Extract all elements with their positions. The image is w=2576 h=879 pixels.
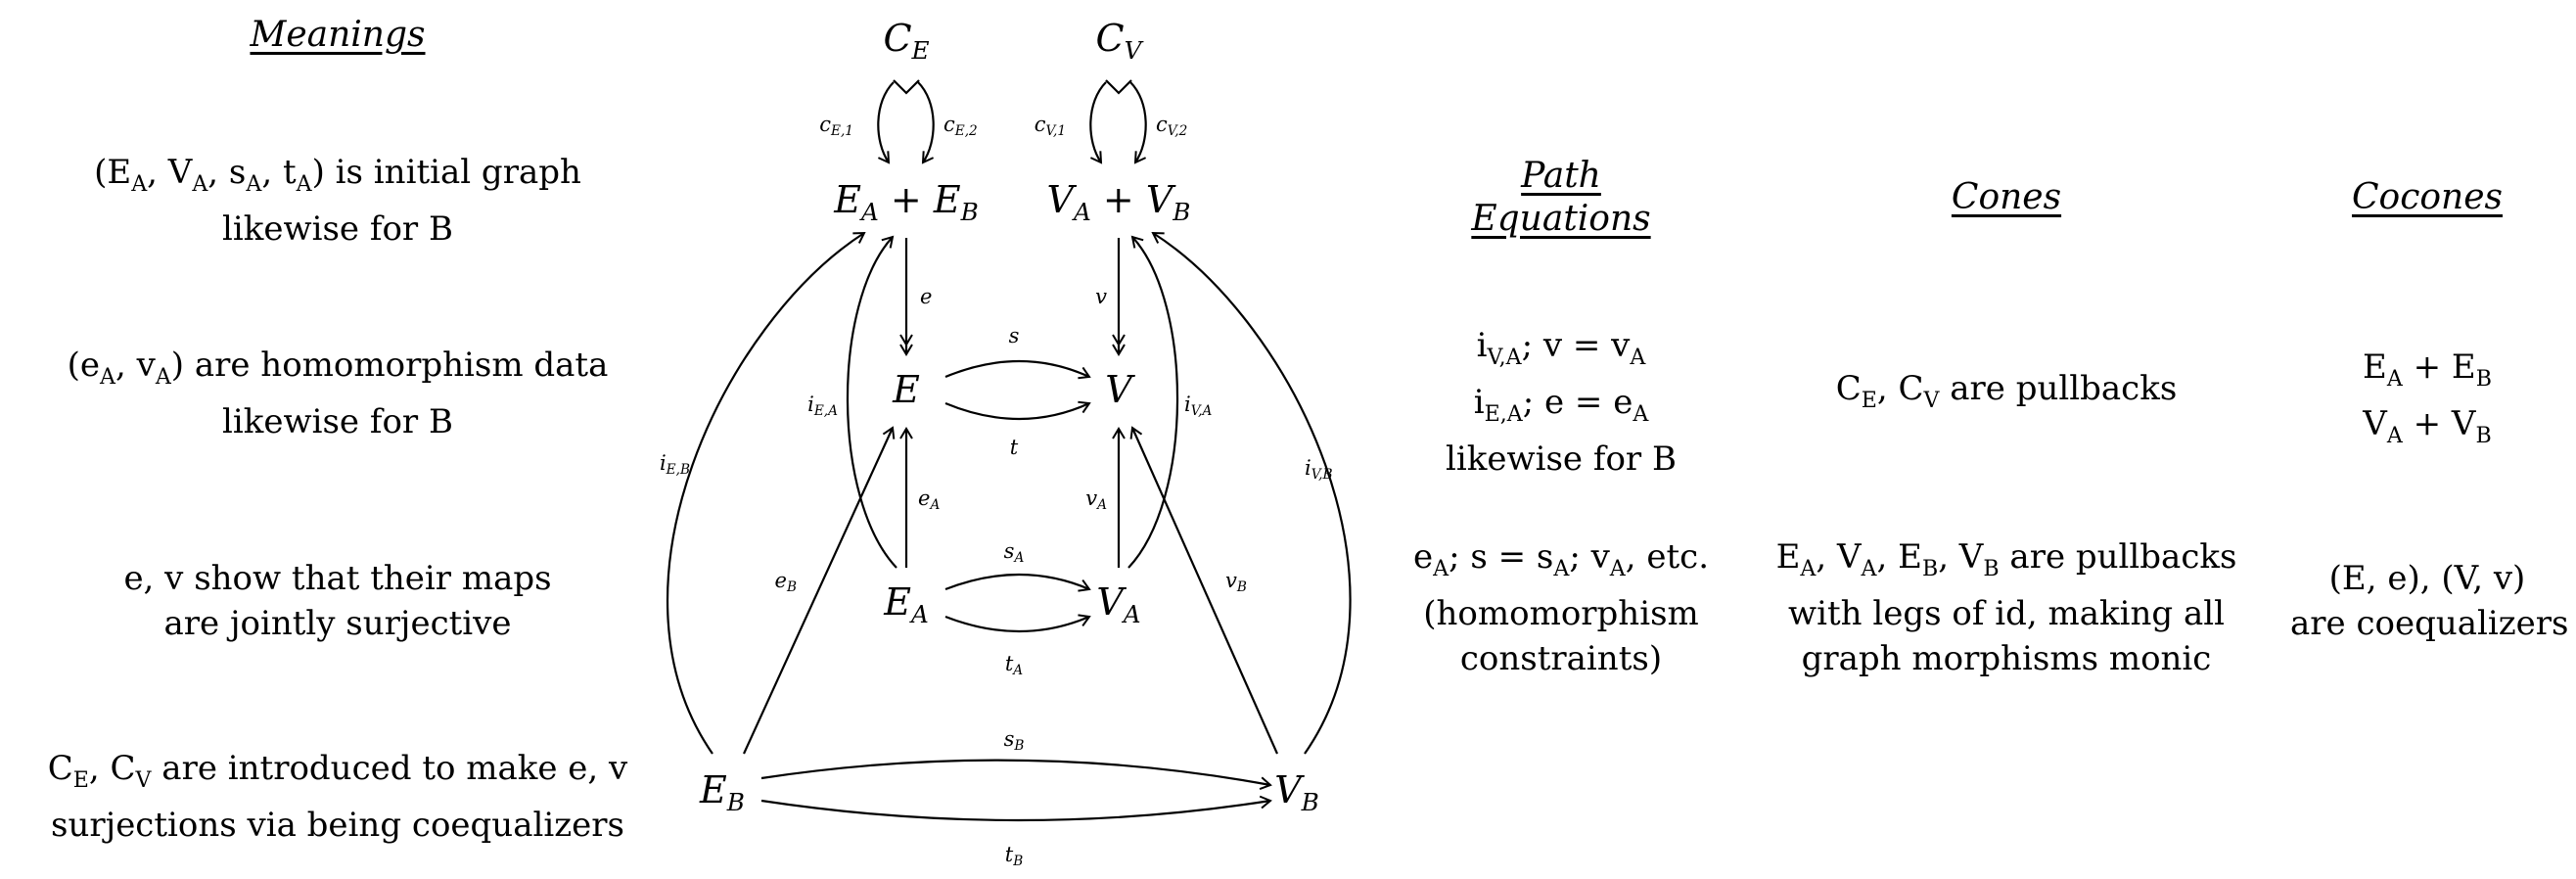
cones-row-2-line-2: with legs of id, making all bbox=[1788, 593, 2225, 633]
meaning-row-1: (EA, VA, sA, tA) is initial graph likewi… bbox=[39, 150, 636, 252]
label-tA: tA bbox=[1005, 652, 1023, 678]
arrow-tA bbox=[944, 614, 1091, 633]
arrow-cV2 bbox=[1129, 81, 1147, 164]
path-eq-row-1-line-2: iE,A; e = eA bbox=[1473, 382, 1649, 427]
path-eq-row-1-line-3: likewise for B bbox=[1446, 439, 1677, 479]
arrow-vB bbox=[1129, 426, 1279, 755]
path-eq-row-1: iV,A; v = vA iE,A; e = eA likewise for B bbox=[1409, 323, 1713, 482]
cocones-row-1: EA + EB VA + VB bbox=[2320, 345, 2535, 458]
label-iVA: iV,A bbox=[1184, 393, 1213, 419]
meaning-row-2-line-1: (eA, vA) are homomorphism data bbox=[67, 346, 609, 390]
meaning-row-1-line-1: (EA, VA, sA, tA) is initial graph bbox=[94, 153, 581, 197]
node-CE: CE bbox=[883, 17, 929, 65]
arrow-iVA bbox=[1127, 235, 1179, 569]
arrow-s bbox=[944, 359, 1091, 380]
label-cE1: cE,1 bbox=[819, 113, 853, 139]
pullback-mark-CE bbox=[893, 79, 920, 95]
meanings-header: Meanings bbox=[250, 15, 426, 55]
meaning-row-3-line-2: are jointly surjective bbox=[163, 604, 512, 643]
node-CV: CV bbox=[1096, 17, 1144, 65]
node-VA: VA bbox=[1096, 580, 1140, 628]
node-E: E bbox=[892, 368, 920, 411]
arrow-cV1 bbox=[1089, 81, 1107, 164]
cocones-row-1-line-2: VA + VB bbox=[2363, 403, 2492, 448]
meaning-row-3-line-1: e, v show that their maps bbox=[123, 559, 552, 598]
meaning-row-1-line-2: likewise for B bbox=[222, 208, 453, 249]
node-EA-plus-EB: EA + EB bbox=[833, 178, 979, 226]
arrow-sB bbox=[760, 759, 1272, 791]
cones-row-2-line-3: graph morphisms monic bbox=[1801, 638, 2212, 678]
path-eq-row-1-line-1: iV,A; v = vA bbox=[1476, 326, 1646, 370]
cocones-row-2-line-1: (E, e), (V, v) bbox=[2328, 559, 2526, 598]
label-iVB: iV,B bbox=[1305, 456, 1333, 483]
arrow-eB bbox=[742, 426, 896, 755]
label-cV1: cV,1 bbox=[1035, 113, 1066, 139]
cones-row-2: EA, VA, EB, VB are pullbacks with legs o… bbox=[1762, 534, 2251, 681]
node-EA: EA bbox=[883, 580, 929, 628]
meaning-row-2-line-2: likewise for B bbox=[222, 401, 453, 441]
label-cV2: cV,2 bbox=[1156, 113, 1187, 139]
arrow-iEB bbox=[667, 231, 866, 755]
cocones-header: Cocones bbox=[2351, 177, 2504, 217]
arrow-iVB bbox=[1151, 231, 1352, 755]
path-equations-header-line-1: Path bbox=[1521, 156, 1601, 196]
label-iEA: iE,A bbox=[807, 393, 838, 419]
label-t: t bbox=[1010, 436, 1019, 459]
arrow-sA bbox=[944, 573, 1091, 592]
path-eq-row-2: eA; s = sA; vA, etc. (homomorphism const… bbox=[1380, 534, 1742, 681]
node-EB: EB bbox=[699, 768, 745, 816]
label-s: s bbox=[1009, 324, 1020, 347]
label-iEB: iE,B bbox=[660, 451, 690, 478]
cones-row-2-line-1: EA, VA, EB, VB are pullbacks bbox=[1775, 537, 2237, 581]
label-vB: vB bbox=[1225, 569, 1247, 595]
meaning-row-4: CE, CV are introduced to make e, v surje… bbox=[20, 746, 656, 848]
node-VA-plus-VB: VA + VB bbox=[1047, 178, 1191, 226]
label-e: e bbox=[920, 285, 932, 308]
label-sA: sA bbox=[1004, 539, 1025, 566]
cocones-row-1-line-1: EA + EB bbox=[2363, 347, 2492, 392]
label-eB: eB bbox=[775, 569, 797, 595]
path-eq-row-2-line-1: eA; s = sA; vA, etc. bbox=[1412, 537, 1710, 581]
label-v: v bbox=[1095, 285, 1107, 308]
cones-row-1-line-1: CE, CV are pullbacks bbox=[1835, 369, 2178, 413]
cones-row-1: CE, CV are pullbacks bbox=[1781, 366, 2231, 423]
path-eq-row-2-line-3: constraints) bbox=[1459, 638, 1663, 678]
meaning-row-4-line-2: surjections via being coequalizers bbox=[51, 805, 624, 845]
label-sB: sB bbox=[1004, 727, 1025, 754]
pullback-mark-CV bbox=[1105, 79, 1132, 95]
label-vA: vA bbox=[1085, 486, 1107, 513]
cones-header: Cones bbox=[1951, 177, 2062, 217]
meaning-row-4-line-1: CE, CV are introduced to make e, v bbox=[47, 749, 628, 793]
arrow-cE1 bbox=[877, 81, 895, 164]
meaning-row-3: e, v show that their maps are jointly su… bbox=[39, 556, 636, 646]
node-V: V bbox=[1105, 368, 1135, 411]
path-equations-header-line-2: Equations bbox=[1471, 199, 1651, 239]
cocones-row-2: (E, e), (V, v) are coequalizers bbox=[2290, 556, 2569, 646]
path-eq-row-2-line-2: (homomorphism bbox=[1423, 593, 1699, 633]
node-VB: VB bbox=[1274, 768, 1319, 816]
label-cE2: cE,2 bbox=[943, 113, 978, 139]
arrow-tB bbox=[760, 795, 1272, 822]
meaning-row-2: (eA, vA) are homomorphism data likewise … bbox=[39, 343, 636, 444]
path-equations-header: Path Equations bbox=[1449, 155, 1674, 241]
arrow-cE2 bbox=[917, 81, 935, 164]
label-tB: tB bbox=[1005, 843, 1023, 869]
arrow-iEA bbox=[846, 235, 897, 569]
label-eA: eA bbox=[918, 486, 940, 513]
cocones-row-2-line-2: are coequalizers bbox=[2290, 604, 2569, 643]
arrow-t bbox=[944, 400, 1091, 421]
